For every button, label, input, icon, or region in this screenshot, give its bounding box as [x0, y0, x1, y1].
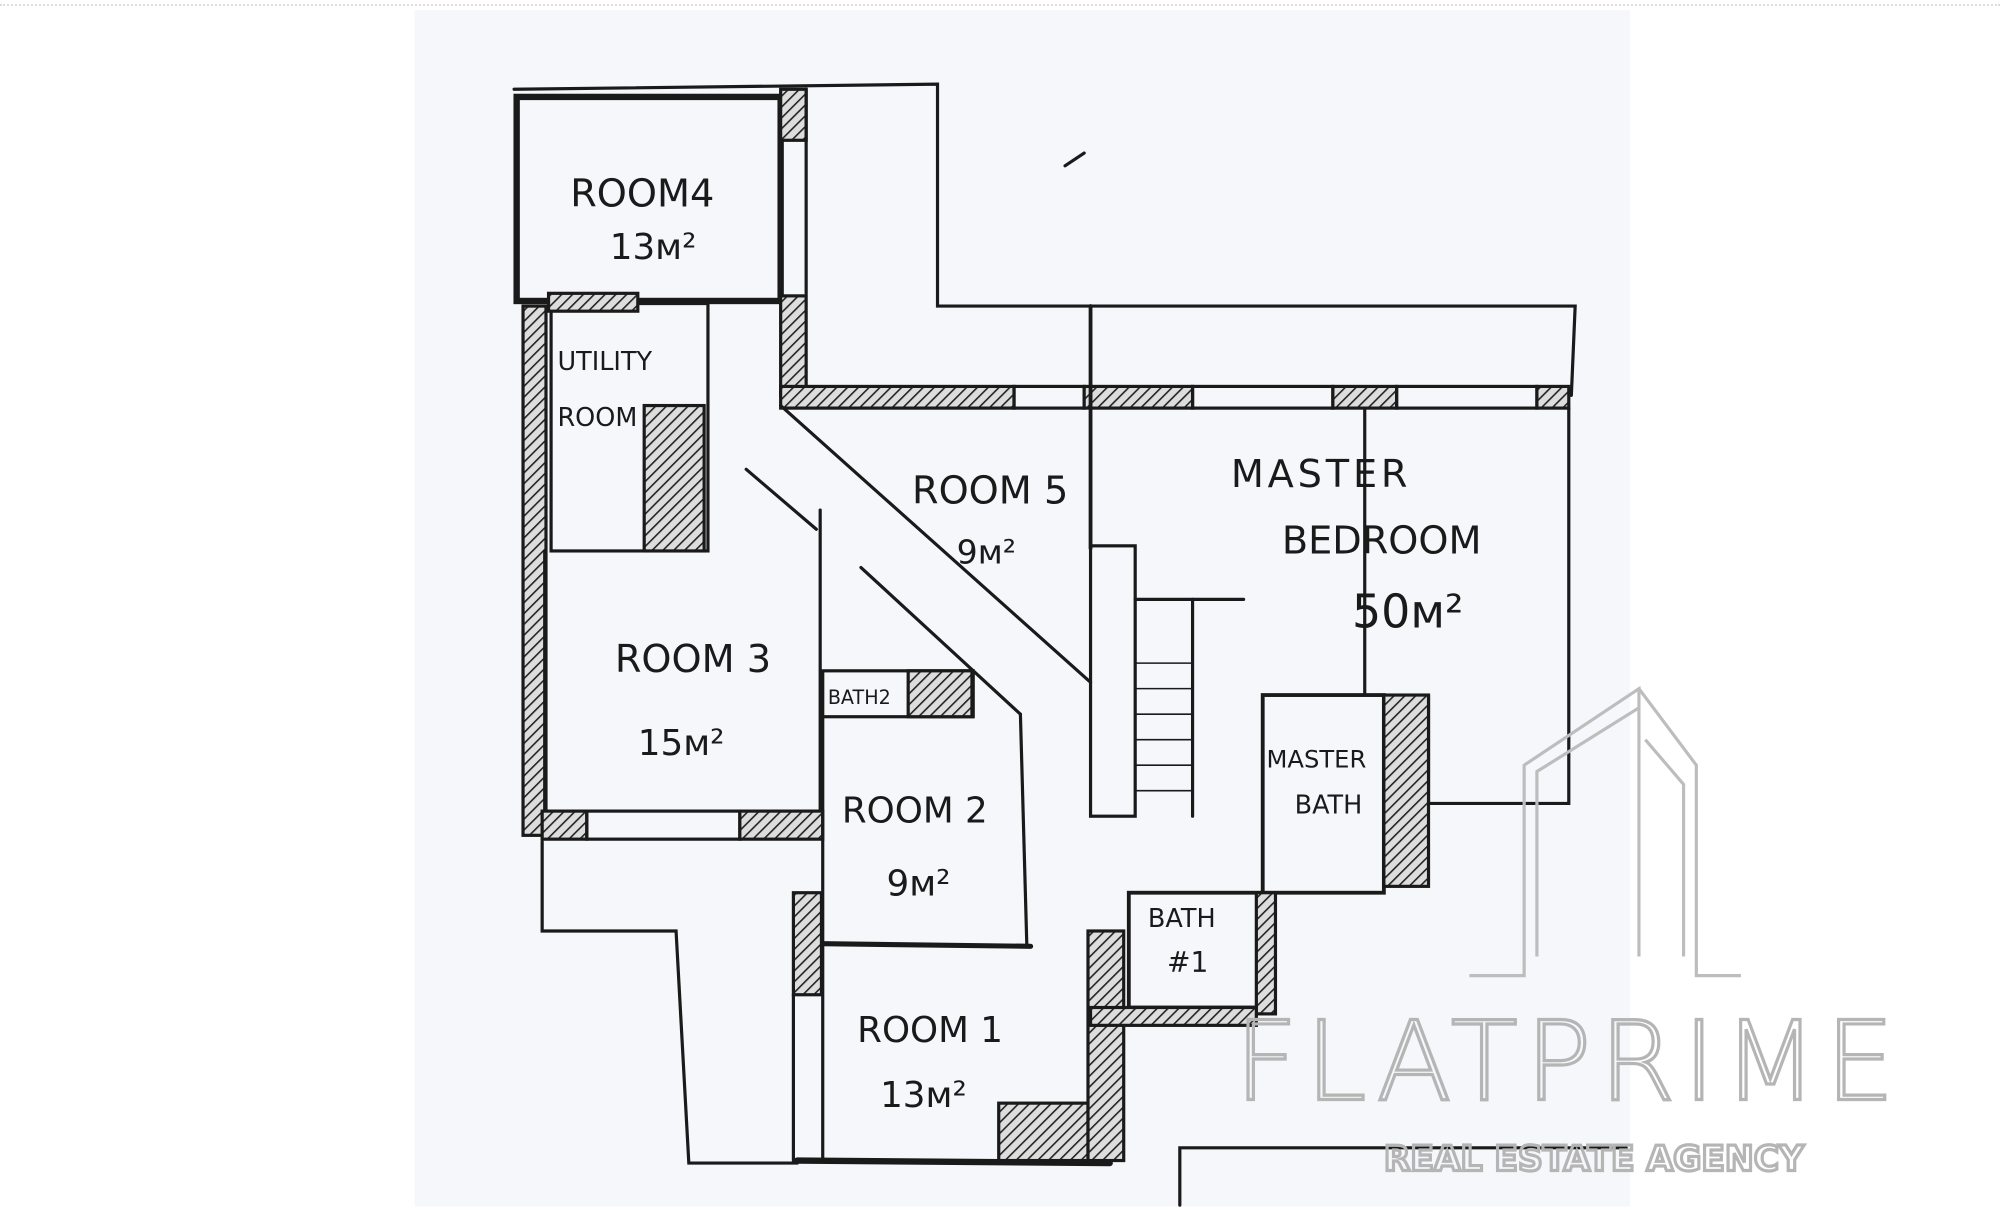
- watermark-brand: FLATPRIME: [1235, 997, 1903, 1125]
- master-bedroom-label: MASTER: [1231, 452, 1412, 497]
- master-bath-label: MASTER: [1267, 746, 1367, 774]
- room4-label: ROOM4: [570, 172, 714, 217]
- room2-label: ROOM 2: [842, 791, 988, 832]
- room1-label: ROOM 1: [857, 1010, 1003, 1051]
- master-bedroom-area: 50м²: [1352, 584, 1463, 638]
- room3-label: ROOM 3: [615, 637, 771, 682]
- room4-area: 13м²: [610, 227, 697, 268]
- building-logo-icon: [1469, 685, 1741, 978]
- room5-area: 9м²: [957, 533, 1016, 572]
- top-border: [0, 4, 2000, 6]
- watermark-tagline: REAL ESTATE AGENCY: [1384, 1140, 1805, 1180]
- paper: [414, 10, 1631, 1207]
- utility-room-label-2: ROOM: [557, 403, 637, 433]
- master-bedroom-label-2: BEDROOM: [1282, 518, 1482, 563]
- room-labels: ROOM4 13м² UTILITY ROOM ROOM 5 9м² MASTE…: [557, 172, 1481, 1116]
- room2-area: 9м²: [886, 863, 950, 904]
- room1-area: 13м²: [880, 1075, 967, 1116]
- utility-room-label: UTILITY: [557, 347, 652, 377]
- walls: [512, 82, 1628, 1207]
- bath1-number: #1: [1167, 946, 1208, 979]
- bath2-label: BATH2: [828, 686, 891, 709]
- room5-label: ROOM 5: [912, 469, 1068, 514]
- bath1-label: BATH: [1148, 904, 1216, 934]
- room3-area: 15м²: [638, 723, 725, 764]
- watermark-logo: FLATPRIME REAL ESTATE AGENCY: [1233, 685, 1903, 1181]
- master-bath-label-2: BATH: [1295, 791, 1363, 821]
